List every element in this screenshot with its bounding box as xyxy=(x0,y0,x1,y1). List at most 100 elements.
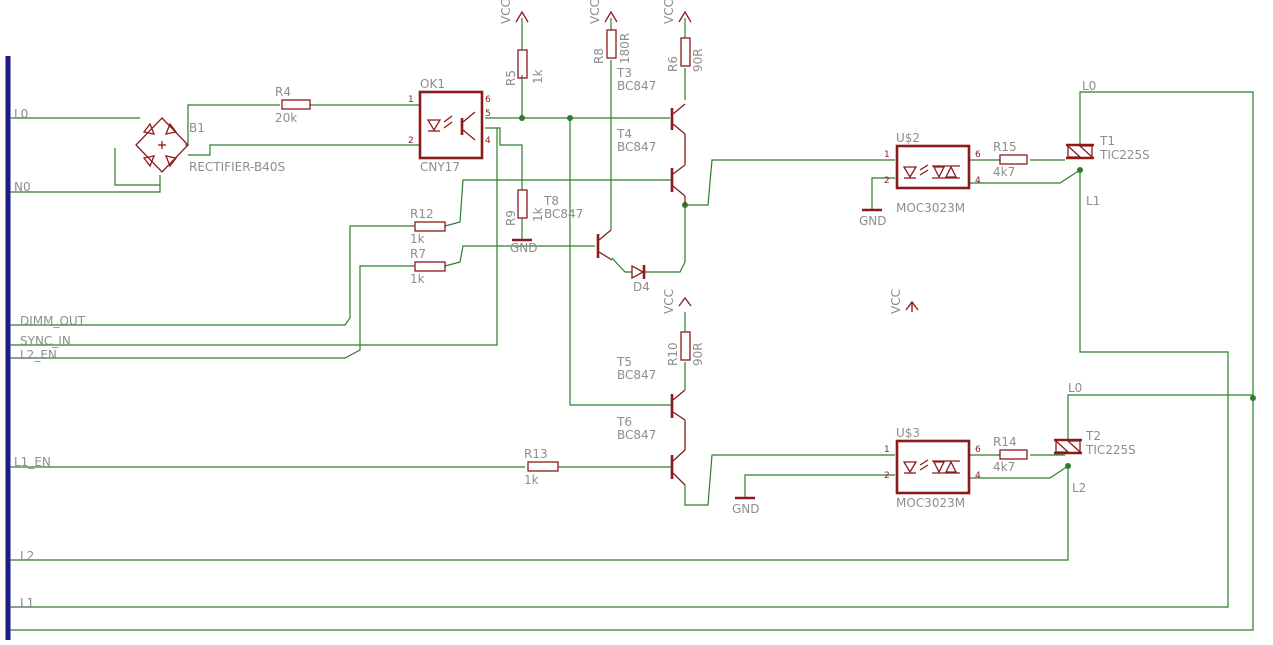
vcc-label-r10: VCC xyxy=(662,289,676,314)
net-label-t2-l2: L2 xyxy=(1072,481,1086,495)
net-label-t1-l0: L0 xyxy=(1082,79,1096,93)
u3-value: MOC3023M xyxy=(896,496,965,510)
ok1-pin-4: 4 xyxy=(485,136,491,146)
ok1-name: OK1 xyxy=(420,77,445,91)
net-label-t2-l0: L0 xyxy=(1068,381,1082,395)
u2-pin-2: 2 xyxy=(884,176,890,186)
u3-pin-1: 1 xyxy=(884,445,890,455)
net-label-l1-en: L1_EN xyxy=(14,455,51,469)
ok1-pin-6: 6 xyxy=(485,95,491,105)
vcc-label-r5: VCC xyxy=(499,0,513,24)
t3-name: T3 xyxy=(616,66,632,80)
t6-name: T6 xyxy=(616,415,632,429)
resistor-r13 xyxy=(527,461,559,472)
u2-pin-1: 1 xyxy=(884,150,890,160)
b1-name: B1 xyxy=(189,121,205,135)
t5-name: T5 xyxy=(616,355,632,369)
resistor-r8 xyxy=(606,29,617,59)
u2-name: U$2 xyxy=(896,131,920,145)
u3-pin-6: 6 xyxy=(975,445,981,455)
wires xyxy=(10,18,1254,631)
u2-pin-6: 6 xyxy=(975,150,981,160)
r6-value: 90R xyxy=(691,48,705,72)
t2-value: TIC225S xyxy=(1085,443,1136,457)
r14-name: R14 xyxy=(993,435,1017,449)
r10-value: 90R xyxy=(691,342,705,366)
vcc-label-r6: VCC xyxy=(662,0,676,24)
net-label-sync-in: SYNC_IN xyxy=(20,334,71,348)
net-label-dimm-out: DIMM_OUT xyxy=(20,314,86,328)
gnd-symbols xyxy=(512,208,882,500)
t4-name: T4 xyxy=(616,127,632,141)
transistor-t5 xyxy=(670,389,686,450)
t3-value: BC847 xyxy=(617,79,656,93)
resistor-r14 xyxy=(999,449,1028,460)
transistor-t6 xyxy=(670,449,686,486)
vcc-label-r8: VCC xyxy=(588,0,602,24)
u3-name: U$3 xyxy=(896,426,920,440)
u3-pin-2: 2 xyxy=(884,471,890,481)
optotriac-u3 xyxy=(895,439,971,495)
net-label-n0: N0 xyxy=(14,180,31,194)
ok1-pin-5: 5 xyxy=(485,109,491,119)
triac-t1 xyxy=(1066,143,1094,160)
r5-name: R5 xyxy=(504,70,518,86)
resistor-r9 xyxy=(517,189,528,219)
r9-name: R9 xyxy=(504,210,518,226)
net-label-l2-en: L2_EN xyxy=(20,348,57,362)
resistor-r5 xyxy=(517,49,528,79)
diode-d4 xyxy=(631,264,646,280)
transistor-t3 xyxy=(670,164,686,205)
t1-name: T1 xyxy=(1099,134,1115,148)
u3-pin-4: 4 xyxy=(975,471,981,481)
r5-value: 1k xyxy=(531,69,545,84)
gnd-label-u2: GND xyxy=(859,214,887,228)
r8-value: 180R xyxy=(618,33,632,64)
resistor-r15 xyxy=(999,154,1028,165)
optocoupler-ok1 xyxy=(418,90,484,160)
r12-name: R12 xyxy=(410,207,434,221)
t5-value: BC847 xyxy=(617,368,656,382)
t8-name: T8 xyxy=(543,194,559,208)
t1-value: TIC225S xyxy=(1099,148,1150,162)
ok1-value: CNY17 xyxy=(420,160,460,174)
t6-value: BC847 xyxy=(617,428,656,442)
r8-name: R8 xyxy=(592,48,606,64)
r7-name: R7 xyxy=(410,247,426,261)
r10-name: R10 xyxy=(666,342,680,366)
ok1-pin-2: 2 xyxy=(408,136,414,146)
r7-value: 1k xyxy=(410,272,425,286)
resistor-r10 xyxy=(680,331,691,361)
vcc-symbols xyxy=(515,10,919,312)
resistor-r12 xyxy=(414,221,446,232)
rectifier-b1 xyxy=(135,117,189,173)
ok1-pin-1: 1 xyxy=(408,95,414,105)
r14-value: 4k7 xyxy=(993,460,1015,474)
r6-name: R6 xyxy=(666,56,680,72)
r4-name: R4 xyxy=(275,85,291,99)
t2-name: T2 xyxy=(1085,429,1101,443)
net-label-t1-l1: L1 xyxy=(1086,194,1100,208)
t4-value: BC847 xyxy=(617,140,656,154)
net-label-l1: L1 xyxy=(20,596,34,610)
u2-pin-4: 4 xyxy=(975,176,981,186)
transistor-t4 xyxy=(670,103,686,165)
resistor-r7 xyxy=(414,261,446,272)
r4-value: 20k xyxy=(275,111,297,125)
gnd-label-r9: GND xyxy=(510,241,538,255)
r13-value: 1k xyxy=(524,473,539,487)
b1-value: RECTIFIER-B40S xyxy=(189,160,285,174)
r9-value: 1k xyxy=(531,207,545,222)
net-label-l0: L0 xyxy=(14,107,28,121)
transistor-t8 xyxy=(596,229,613,261)
r15-name: R15 xyxy=(993,140,1017,154)
vcc-label-floating: VCC xyxy=(889,289,903,314)
d4-name: D4 xyxy=(633,280,650,294)
t8-value: BC847 xyxy=(544,207,583,221)
resistor-r6 xyxy=(680,37,691,67)
u2-value: MOC3023M xyxy=(896,201,965,215)
r12-value: 1k xyxy=(410,232,425,246)
optotriac-u2 xyxy=(895,144,971,190)
net-label-l2: L2 xyxy=(20,549,34,563)
